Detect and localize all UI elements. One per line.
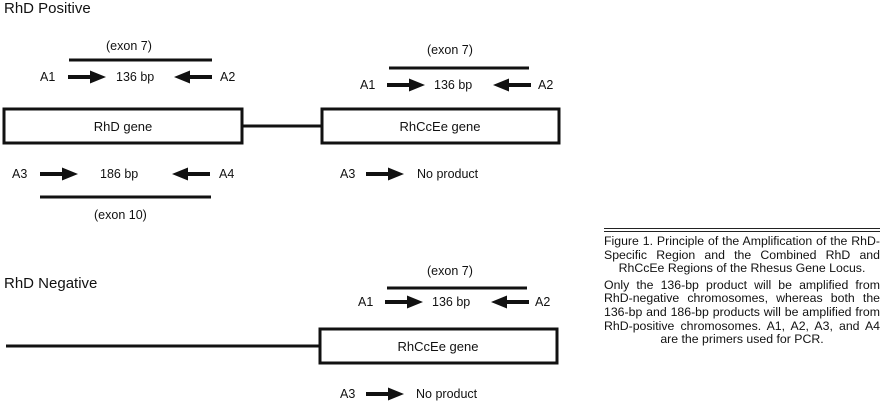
pos-rhccee-no-product-label: No product — [417, 167, 479, 181]
rhd-primer-a3-arrow — [40, 167, 78, 181]
pos-rhccee-exon7-label: (exon 7) — [427, 43, 473, 57]
neg-rhccee-primer-a2-label: A2 — [535, 295, 550, 309]
pos-rhccee-primer-a2-arrow — [493, 78, 531, 92]
rhd-primer-a2-label: A2 — [220, 70, 235, 84]
pos-rhccee-primer-a1-label: A1 — [360, 78, 375, 92]
neg-rhccee-primer-a3-label: A3 — [340, 387, 355, 401]
pos-rhccee-primer-a1-arrow — [387, 78, 425, 92]
neg-rhccee-no-product-label: No product — [416, 387, 478, 401]
negative-heading: RhD Negative — [4, 275, 97, 292]
caption-title: Figure 1. Principle of the Amplification… — [604, 234, 880, 276]
pos-rhccee-product-136bp-label: 136 bp — [434, 78, 472, 92]
rhd-primer-a3-label: A3 — [12, 167, 27, 181]
neg-rhccee-product-136bp-label: 136 bp — [432, 295, 470, 309]
pos-rhccee-primer-a3-arrow — [366, 167, 404, 181]
rhd-primer-a1-arrow — [68, 70, 106, 84]
pos-rhccee-primer-a2-label: A2 — [538, 78, 553, 92]
figure-caption: Figure 1. Principle of the Amplification… — [604, 228, 880, 347]
pos-rhccee-gene-label: RhCcEe gene — [400, 119, 481, 134]
rhd-product-136bp-label: 136 bp — [116, 70, 154, 84]
rhd-primer-a4-label: A4 — [219, 167, 234, 181]
neg-rhccee-primer-a2-arrow — [491, 295, 529, 309]
caption-body: Only the 136-bp product will be amplifie… — [604, 277, 880, 347]
rhd-exon7-label: (exon 7) — [106, 39, 152, 53]
neg-rhccee-primer-a1-label: A1 — [358, 295, 373, 309]
rhd-product-186bp-label: 186 bp — [100, 167, 138, 181]
positive-heading: RhD Positive — [4, 0, 91, 17]
pos-rhccee-gene-box — [320, 107, 561, 145]
neg-rhccee-gene-label: RhCcEe gene — [398, 339, 479, 354]
pos-rhccee-primer-a3-label: A3 — [340, 167, 355, 181]
neg-rhccee-gene-box — [318, 327, 559, 365]
rhd-exon10-label: (exon 10) — [94, 208, 147, 222]
rhd-primer-a2-arrow — [174, 70, 212, 84]
rhd-primer-a1-label: A1 — [40, 70, 55, 84]
caption-rule — [604, 228, 880, 232]
rhd-gene-label: RhD gene — [94, 119, 153, 134]
neg-rhccee-exon7-label: (exon 7) — [427, 264, 473, 278]
neg-rhccee-primer-a3-arrow — [366, 387, 404, 401]
rhd-primer-a4-arrow — [172, 167, 210, 181]
neg-rhccee-primer-a1-arrow — [385, 295, 423, 309]
